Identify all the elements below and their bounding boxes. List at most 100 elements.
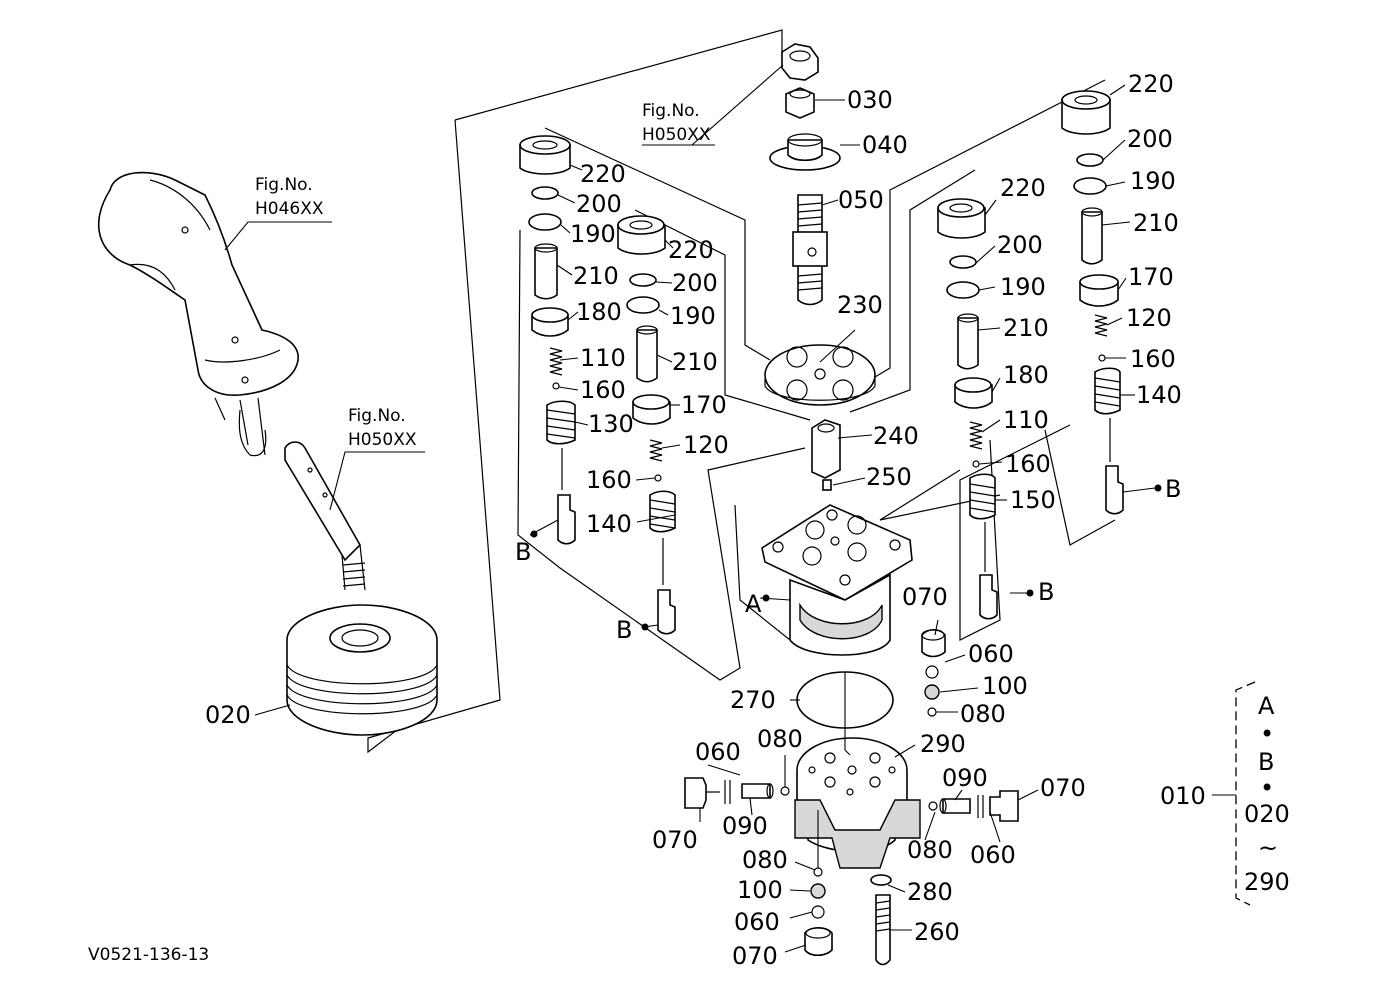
part-callout: 080 (907, 836, 953, 864)
part-callout: 140 (586, 510, 632, 538)
ref-letter-b: B (1165, 475, 1181, 503)
part-callout: 200 (576, 190, 622, 218)
stack-1 (519, 135, 576, 545)
part-callout: 270 (730, 686, 776, 714)
part-callout: 220 (1000, 174, 1046, 202)
part-callouts: 030 040 050 230 240 250 220 200 190 210 … (205, 70, 1182, 970)
part-callout: 170 (1128, 263, 1174, 291)
part-callout: 260 (914, 918, 960, 946)
lower-body-290 (794, 737, 921, 869)
part-callout: 210 (1003, 314, 1049, 342)
part-callout: 160 (1005, 450, 1051, 478)
leader-lines (224, 64, 1156, 953)
fig-ref-title: Fig.No. (642, 101, 700, 121)
part-callout: 200 (997, 231, 1043, 259)
part-callout: 060 (734, 908, 780, 936)
part-callout: 190 (570, 220, 616, 248)
valve-top-right (921, 628, 946, 717)
joystick-grip (97, 171, 299, 457)
joint-030 (785, 87, 815, 119)
part-callout: 110 (580, 344, 626, 372)
ref-letter-b: B (1038, 578, 1054, 606)
joystick-shaft (284, 441, 366, 591)
ref-letter-b: B (515, 538, 531, 566)
part-callout: 190 (1130, 167, 1176, 195)
part-callout: 100 (982, 672, 1028, 700)
part-callout: 160 (586, 466, 632, 494)
assembly-item: A (1258, 692, 1275, 720)
part-callout: 120 (1126, 304, 1172, 332)
part-callout: 100 (737, 876, 783, 904)
part-callout: 180 (1003, 361, 1049, 389)
reference-letters: A B B B B (515, 475, 1181, 644)
part-callout: 250 (866, 463, 912, 491)
stack-4 (1061, 90, 1124, 515)
part-callout: 210 (573, 262, 619, 290)
part-callout: 110 (1003, 406, 1049, 434)
adapter-240 (811, 419, 841, 491)
fig-ref-code: H050XX (348, 430, 417, 450)
frame-lines (367, 29, 1116, 754)
part-callout: 220 (580, 160, 626, 188)
part-callout: 180 (576, 298, 622, 326)
part-callout: 190 (670, 302, 716, 330)
assembly-legend: 010 A • B • 020 ~ 290 (1160, 692, 1290, 896)
part-callout: 040 (862, 131, 908, 159)
assembly-item: 290 (1244, 868, 1290, 896)
fig-ref-title: Fig.No. (255, 175, 313, 195)
part-callout: 060 (970, 841, 1016, 869)
part-callout: 230 (837, 291, 883, 319)
assembly-item: B (1258, 748, 1274, 776)
part-callout: 130 (588, 410, 634, 438)
disc-040 (769, 133, 841, 171)
stack-3 (937, 198, 998, 620)
part-callout: 170 (681, 391, 727, 419)
part-callout: 080 (960, 700, 1006, 728)
figure-code: V0521-136-13 (88, 945, 209, 965)
assembly-item: • (1260, 774, 1274, 802)
part-callout: 070 (902, 583, 948, 611)
part-callout: 020 (205, 701, 251, 729)
valve-left (684, 777, 790, 809)
fig-ref-code: H050XX (642, 125, 711, 145)
part-callout: 090 (722, 812, 768, 840)
part-callout: 070 (1040, 774, 1086, 802)
part-callout: 200 (672, 269, 718, 297)
reference-dots (530, 484, 1162, 631)
part-callout: 240 (873, 422, 919, 450)
assembly-item: • (1260, 720, 1274, 748)
part-callout: 080 (742, 846, 788, 874)
boot-part-020 (286, 604, 438, 736)
body-housing (761, 504, 913, 656)
part-callout: 290 (920, 730, 966, 758)
part-callout: 150 (1010, 486, 1056, 514)
assembly-item: ~ (1258, 834, 1278, 862)
shaft-050 (792, 194, 828, 306)
part-callout: 140 (1136, 381, 1182, 409)
nut (781, 43, 819, 81)
assembly-item: 020 (1244, 800, 1290, 828)
part-callout: 210 (672, 348, 718, 376)
part-callout: 160 (580, 376, 626, 404)
assembly-number: 010 (1160, 782, 1206, 810)
part-callout: 070 (732, 942, 778, 970)
part-callout: 030 (847, 86, 893, 114)
part-callout: 080 (757, 725, 803, 753)
stack-2 (617, 215, 676, 635)
part-callout: 090 (942, 764, 988, 792)
part-callout: 060 (695, 738, 741, 766)
part-callout: 190 (1000, 273, 1046, 301)
part-callout: 050 (838, 186, 884, 214)
plate-230 (764, 344, 876, 406)
part-callout: 220 (668, 236, 714, 264)
part-callout: 160 (1130, 345, 1176, 373)
assembly-bracket (1212, 681, 1256, 906)
valve-right (928, 790, 1019, 822)
part-callout: 280 (907, 878, 953, 906)
part-callout: 120 (683, 431, 729, 459)
figure-references: Fig.No. H046XX Fig.No. H050XX Fig.No. H0… (255, 101, 711, 450)
valve-bottom (804, 867, 892, 966)
fig-ref-code: H046XX (255, 199, 324, 219)
fig-ref-title: Fig.No. (348, 406, 406, 426)
